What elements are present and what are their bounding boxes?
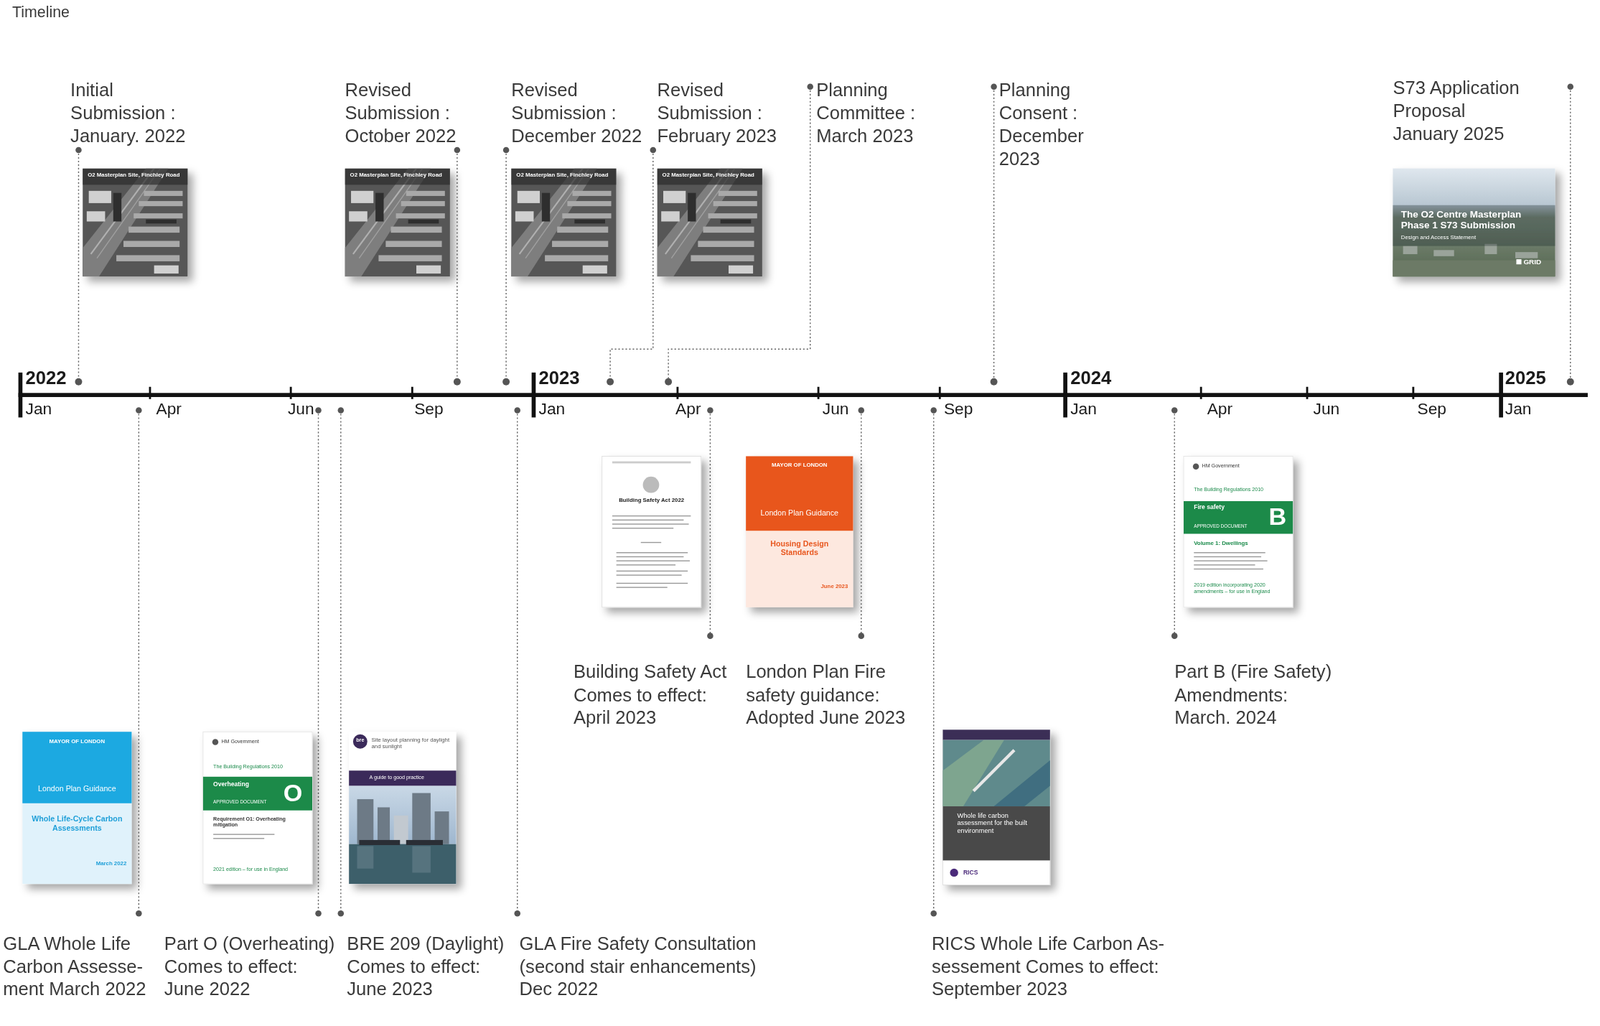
document-caption: Part B (Fire Safety) Amendments: March. … <box>1174 660 1344 730</box>
cover-text: Fire safety <box>1193 503 1255 512</box>
cover-text: APPROVED DOCUMENT <box>213 798 275 804</box>
month-label: Apr <box>1207 399 1249 420</box>
document-caption: Part O (Overheating) Comes to effect: Ju… <box>164 932 341 1000</box>
cover-text: June 2023 <box>796 582 848 590</box>
document-cover: Whole life carbon assessment for the bui… <box>943 729 1051 885</box>
month-label: Apr <box>675 399 705 420</box>
cover-text: HM Government <box>221 738 303 745</box>
event-caption: Planning Committee : March 2023 <box>816 78 931 148</box>
cover-text: MAYOR OF LONDON <box>750 461 850 469</box>
cover-text: O2 Masterplan Site, Finchley Road <box>87 171 183 179</box>
diagram-title: Timeline <box>12 2 70 22</box>
cover-text: B <box>1265 503 1290 529</box>
cover-text: HM Government <box>1202 462 1285 469</box>
document-cover: The O2 Centre Masterplan Phase 1 S73 Sub… <box>1392 168 1555 278</box>
year-label: 2024 <box>1070 366 1132 389</box>
cover-text: The Building Regulations 2010 <box>213 764 306 771</box>
cover-text: The O2 Centre Masterplan Phase 1 S73 Sub… <box>1401 208 1552 232</box>
month-label: Jun <box>1313 399 1355 420</box>
document-caption: RICS Whole Life Carbon As- sessement Com… <box>931 932 1173 1000</box>
year-label: 2025 <box>1505 366 1567 389</box>
document-caption: GLA Whole Life Carbon Assesse- ment Marc… <box>2 932 151 1000</box>
document-cover: O2 Masterplan Site, Finchley Road <box>511 168 616 278</box>
document-cover: breSite layout planning for daylight and… <box>348 731 456 884</box>
cover-text: London Plan Guidance <box>750 508 850 518</box>
cover-text: Building Safety Act 2022 <box>605 496 697 504</box>
document-caption: BRE 209 (Daylight) Comes to effect: June… <box>346 932 510 1000</box>
cover-text: bre <box>351 737 369 744</box>
cover-text: London Plan Guidance <box>26 784 128 794</box>
month-label: Apr <box>155 399 197 420</box>
month-label: Jan <box>1070 399 1112 420</box>
cover-text: 2021 edition – for use in England <box>213 866 306 873</box>
document-cover: MAYOR OF LONDON London Plan GuidanceWhole… <box>22 731 132 884</box>
document-caption: London Plan Fire safety guidance: Adopte… <box>745 660 926 730</box>
cover-text: Whole Life-Cycle Carbon Assessments <box>26 815 128 834</box>
document-cover: O2 Masterplan Site, Finchley Road <box>82 168 188 278</box>
cover-text: O2 Masterplan Site, Finchley Road <box>516 171 611 179</box>
cover-text: A guide to good practice <box>369 774 454 781</box>
cover-text: 2019 edition incorporating 2020 amendmen… <box>1193 582 1286 595</box>
cover-text: GRID <box>1523 258 1552 267</box>
cover-text: APPROVED DOCUMENT <box>1193 523 1266 529</box>
month-label: Sep <box>414 399 456 420</box>
document-cover: HM GovernmentThe Building Regulations 20… <box>203 731 313 884</box>
cover-text: Site layout planning for daylight and su… <box>371 736 453 750</box>
event-caption: Revised Submission : October 2022 <box>344 78 469 148</box>
event-caption: Revised Submission : February 2023 <box>656 78 790 148</box>
month-label: Sep <box>943 399 985 420</box>
cover-text: The Building Regulations 2010 <box>1193 486 1286 493</box>
event-caption: Initial Submission : January. 2022 <box>70 78 199 148</box>
cover-text: Housing Design Standards <box>752 539 848 558</box>
cover-text: Whole life carbon assessment for the bui… <box>956 811 1039 835</box>
month-label: Sep <box>1417 399 1459 420</box>
event-caption: Revised Submission : December 2022 <box>511 78 650 148</box>
cover-text: March 2022 <box>73 859 127 867</box>
cover-text: O <box>280 780 306 805</box>
document-caption: Building Safety Act Comes to effect: Apr… <box>573 660 743 730</box>
cover-text: Design and Access Statement <box>1401 234 1545 241</box>
cover-text: RICS <box>963 869 1005 877</box>
document-cover: HM GovernmentThe Building Regulations 20… <box>1183 455 1293 607</box>
event-caption: Planning Consent : December 2023 <box>999 78 1097 171</box>
month-label: Jun <box>287 399 315 420</box>
cover-text: Requirement O1: Overheating mitigation <box>213 816 306 828</box>
cover-text: Overheating <box>213 780 275 788</box>
cover-text: Volume 1: Dwellings <box>1193 539 1286 547</box>
month-label: Jan <box>539 399 580 420</box>
year-label: 2023 <box>539 366 601 389</box>
cover-text: MAYOR OF LONDON <box>26 737 128 745</box>
cover-text: O2 Masterplan Site, Finchley Road <box>662 171 758 179</box>
month-label: Jan <box>25 399 67 420</box>
document-cover: O2 Masterplan Site, Finchley Road <box>344 168 450 278</box>
document-cover: Building Safety Act 2022 <box>602 455 702 607</box>
month-label: Jan <box>1505 399 1547 420</box>
cover-text: O2 Masterplan Site, Finchley Road <box>350 171 446 179</box>
document-cover: MAYOR OF LONDON London Plan GuidanceHousi… <box>745 455 853 607</box>
document-caption: GLA Fire Safety Consultation (second sta… <box>519 932 777 1000</box>
month-label: Jun <box>822 399 858 420</box>
document-cover: O2 Masterplan Site, Finchley Road <box>656 168 762 278</box>
year-label: 2022 <box>25 366 87 389</box>
event-caption: S73 Application Proposal January 2025 <box>1392 76 1532 146</box>
